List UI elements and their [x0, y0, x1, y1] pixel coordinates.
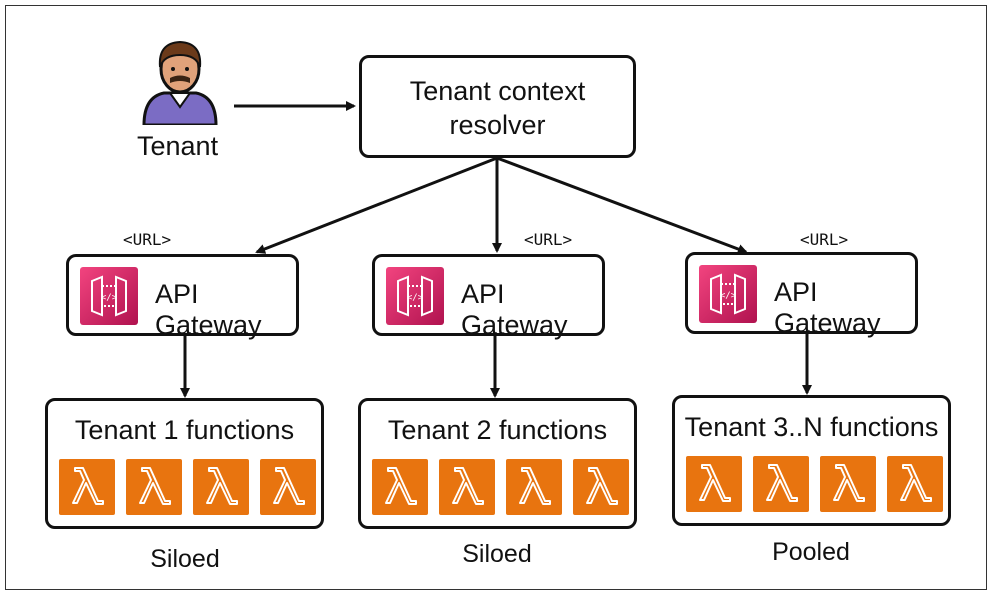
tenant-context-resolver: Tenant context resolver	[359, 55, 636, 158]
tenant-node: Tenant	[130, 33, 230, 168]
api-gateway-3: </> API Gateway	[685, 252, 918, 338]
lambda-row	[372, 459, 629, 515]
person-icon	[142, 40, 218, 125]
tenant-1-functions: Tenant 1 functions	[45, 398, 324, 529]
api-gateway-label: API Gateway	[461, 279, 568, 340]
tenant-1-mode-label: Siloed	[150, 545, 220, 573]
api-gateway-label: API Gateway	[155, 279, 262, 340]
lambda-icon	[506, 459, 562, 515]
tenant-2-functions: Tenant 2 functions	[358, 398, 637, 529]
lambda-icon	[439, 459, 495, 515]
lambda-icon	[372, 459, 428, 515]
tenant-2-mode-label: Siloed	[462, 540, 532, 568]
api-gateway-label: API Gateway	[774, 277, 881, 338]
gateway-1-url: <URL>	[123, 230, 172, 249]
api-gateway-2: </> API Gateway	[372, 254, 605, 340]
lambda-icon	[753, 456, 809, 512]
lambda-icon	[193, 459, 249, 515]
api-gateway-icon: </>	[80, 267, 138, 325]
lambda-row	[686, 456, 943, 512]
function-group-title: Tenant 1 functions	[74, 415, 295, 445]
function-group-title: Tenant 2 functions	[387, 415, 608, 445]
tenant-label: Tenant	[137, 131, 219, 161]
lambda-icon	[260, 459, 316, 515]
lambda-icon	[820, 456, 876, 512]
svg-text:</>: </>	[407, 293, 424, 303]
tenant-3-n-functions: Tenant 3..N functions	[672, 395, 951, 526]
lambda-icon	[573, 459, 629, 515]
lambda-row	[59, 459, 316, 515]
resolver-line-1: Tenant context	[409, 76, 586, 106]
lambda-icon	[887, 456, 943, 512]
tenant-3-n-mode-label: Pooled	[772, 538, 850, 566]
api-gateway-icon: </>	[699, 265, 757, 323]
svg-text:</>: </>	[101, 293, 118, 303]
svg-text:</>: </>	[720, 291, 737, 301]
gateway-2-url: <URL>	[524, 230, 573, 249]
gateway-3-url: <URL>	[800, 230, 849, 249]
diagram-frame	[5, 5, 987, 590]
lambda-icon	[59, 459, 115, 515]
lambda-icon	[686, 456, 742, 512]
lambda-icon	[126, 459, 182, 515]
api-gateway-1: </> API Gateway	[66, 254, 299, 340]
function-group-title: Tenant 3..N functions	[684, 412, 939, 442]
api-gateway-icon: </>	[386, 267, 444, 325]
resolver-line-2: resolver	[449, 110, 546, 140]
